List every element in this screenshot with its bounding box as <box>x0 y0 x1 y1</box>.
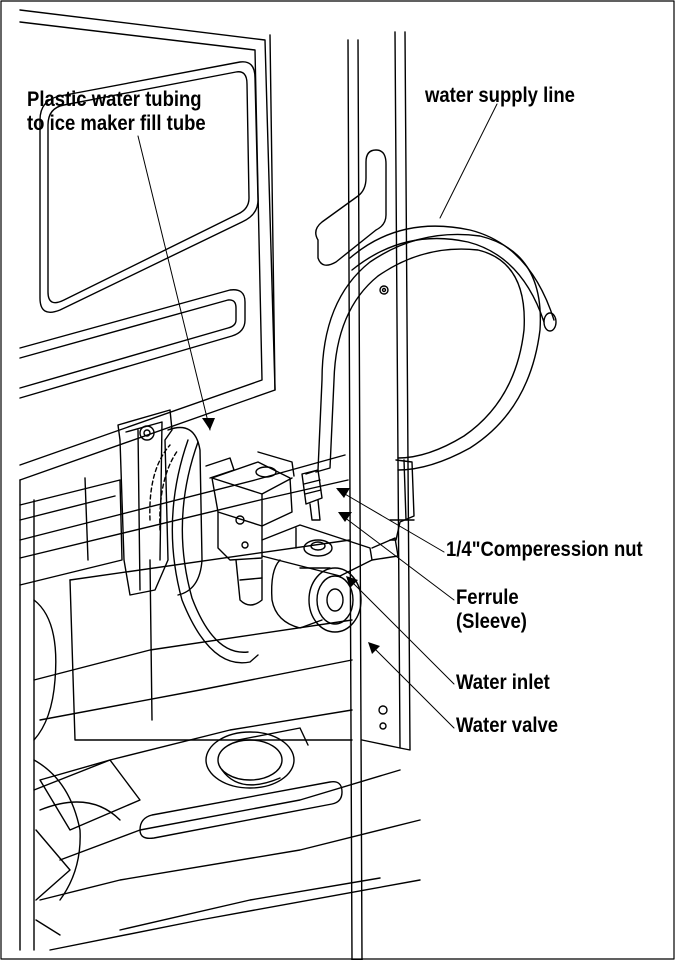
label-ferrule-line1: Ferrule <box>456 586 519 609</box>
label-tubing-line2: to ice maker fill tube <box>27 112 206 135</box>
leader-valve <box>369 643 455 729</box>
label-ferrule-line2: (Sleeve) <box>456 610 527 633</box>
right-side-rail <box>315 31 411 960</box>
leader-inlet <box>347 577 455 685</box>
label-water-supply-line: water supply line <box>425 84 575 107</box>
arrow-inlet <box>346 576 358 588</box>
arrow-ferrule <box>338 512 352 522</box>
leader-nut <box>337 489 445 553</box>
cabinet-crossmember <box>19 454 353 741</box>
label-water-valve: Water valve <box>456 714 559 737</box>
water-valve <box>205 451 399 633</box>
leader-lines <box>137 103 498 729</box>
leader-ferrule <box>339 513 455 601</box>
arrow-valve <box>368 642 380 654</box>
label-ferrule: Ferrule (Sleeve) <box>456 586 527 634</box>
cabinet-base <box>33 599 421 951</box>
arrow-tubing <box>202 418 215 430</box>
label-water-inlet: Water inlet <box>456 671 550 694</box>
leader-tubing <box>137 135 211 431</box>
cabinet-back-wall <box>19 9 276 951</box>
arrow-nut <box>336 488 350 498</box>
ice-maker-bracket <box>19 409 203 596</box>
label-compression-nut: 1/4"Comperession nut <box>446 538 643 561</box>
plastic-water-tubing <box>149 439 259 664</box>
label-tubing-line1: Plastic water tubing <box>27 88 202 111</box>
leader-arrowheads <box>202 418 380 654</box>
valve-mounting-bracket <box>389 459 415 541</box>
compression-fitting <box>301 469 323 521</box>
label-plastic-water-tubing: Plastic water tubing to ice maker fill t… <box>27 88 206 136</box>
water-supply-line <box>305 225 557 475</box>
leader-supply <box>439 103 498 219</box>
